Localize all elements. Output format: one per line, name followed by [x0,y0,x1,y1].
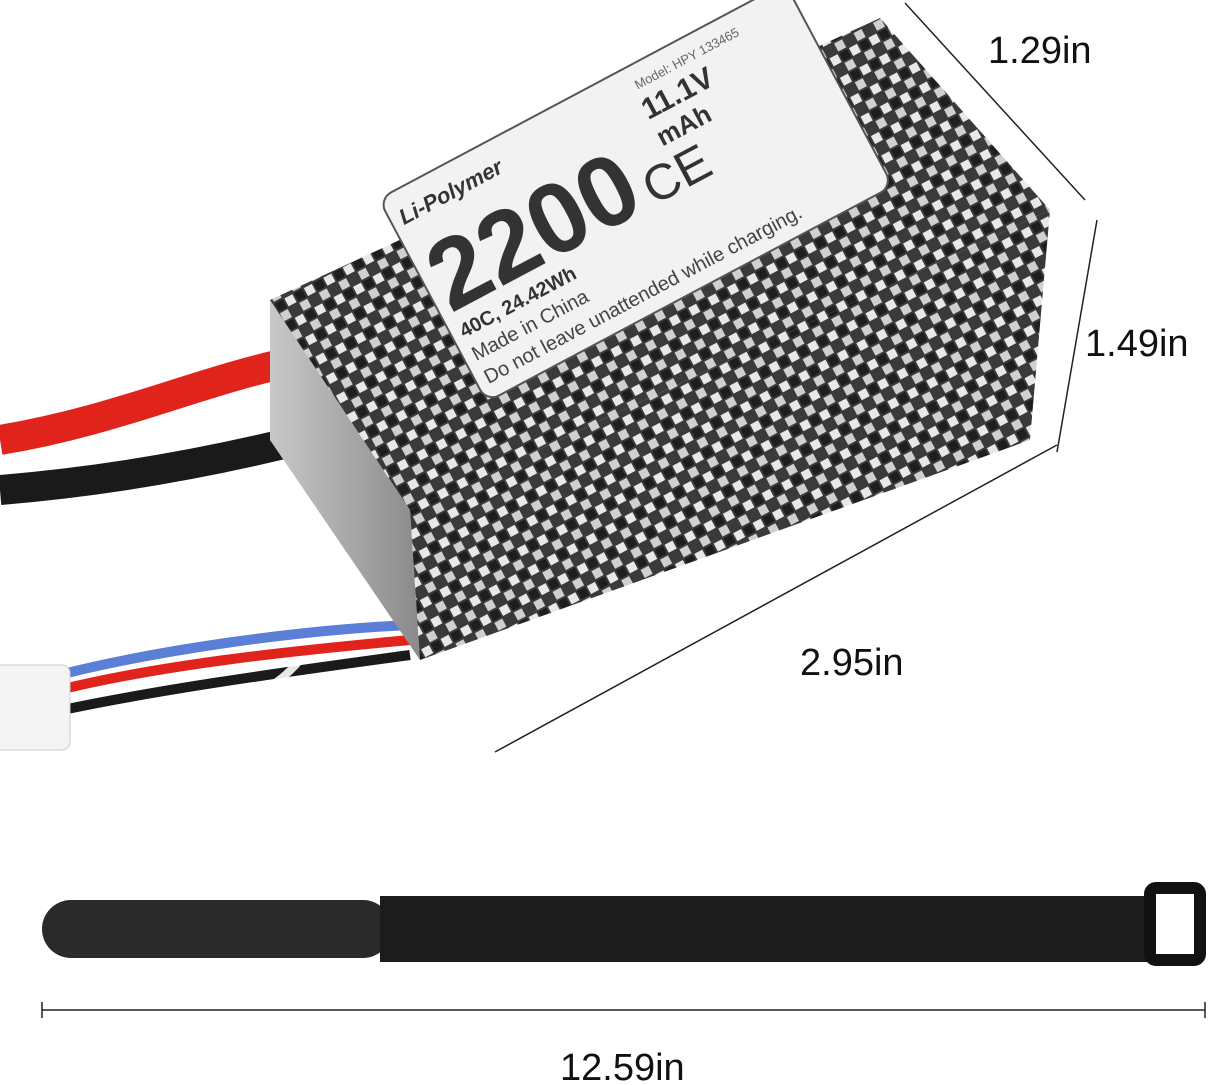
strap-length-dimension: 12.59in [560,1047,685,1085]
red-balance-wire [38,635,411,700]
battery-label: Li-Polymer 2200 Model: HPY 133465 11.1V … [382,0,889,399]
black-wire [0,425,304,505]
width-dimension-line [904,2,1086,201]
battery-front-face [410,210,1050,660]
length-dimension: 2.95in [800,642,904,684]
length-dimension-line [494,444,1058,753]
label-background [382,0,889,399]
height-dimension: 1.49in [1085,323,1189,365]
width-dimension: 1.29in [988,30,1092,72]
strap-tail [42,900,392,958]
red-wire [0,345,303,455]
height-dimension-line [1056,219,1098,453]
black-balance-wire [38,650,411,720]
white-balance-wire [39,657,304,731]
velcro-strap [42,882,1206,966]
balance-wires [0,620,411,751]
battery: Li-Polymer 2200 Model: HPY 133465 11.1V … [270,0,1050,660]
strap-buckle [1144,882,1206,966]
strap-body [380,896,1155,962]
dimension-lines [41,2,1206,1018]
power-wires [0,345,304,505]
balance-connector [0,664,71,751]
blue-balance-wire [38,620,411,685]
battery-end-face [270,300,420,660]
